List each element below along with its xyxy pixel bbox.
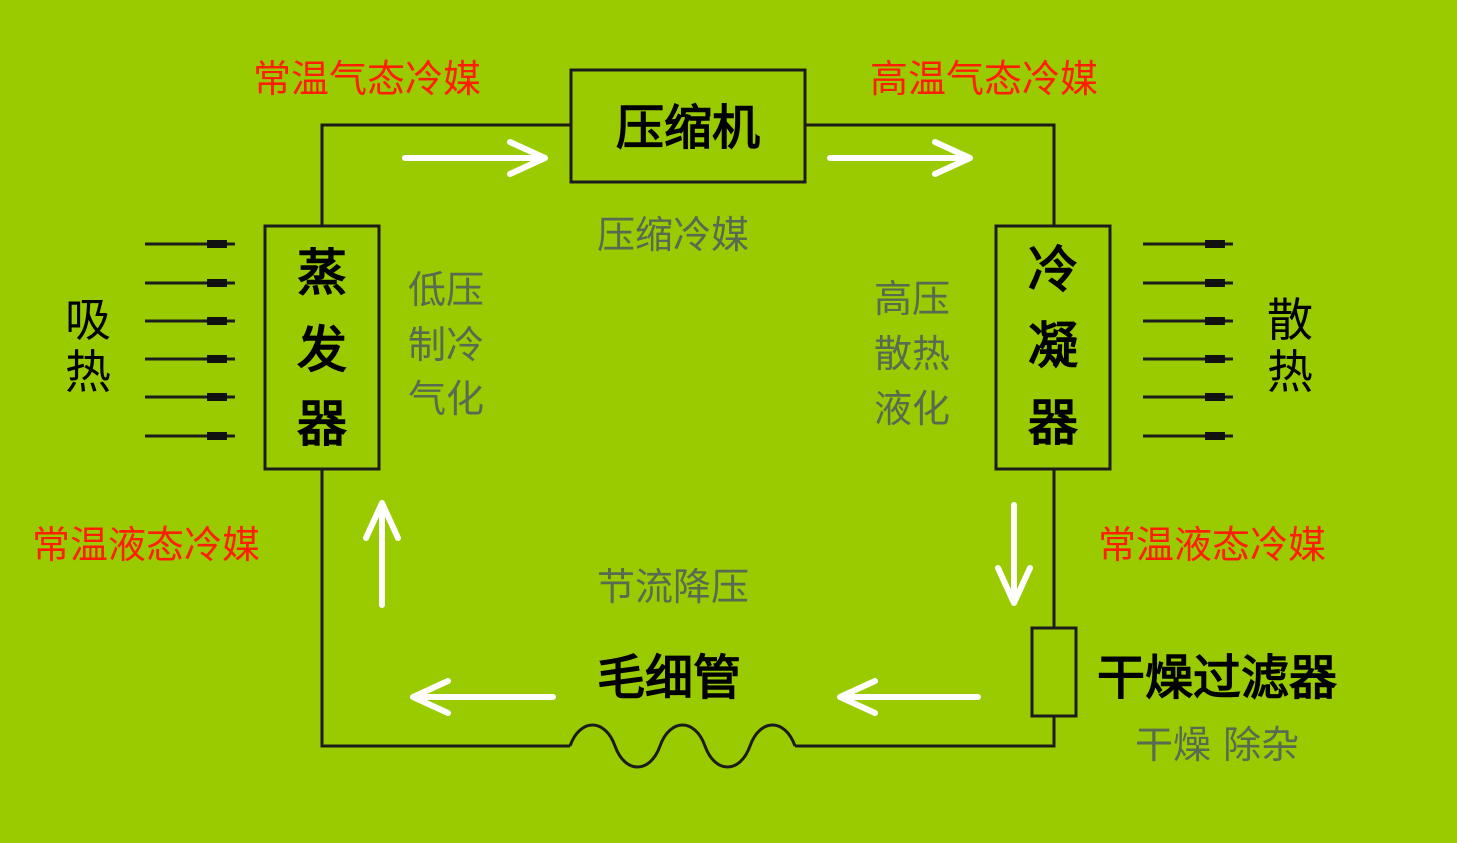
condenser: 冷 凝 器 bbox=[994, 224, 1112, 471]
capillary: 毛细管 节流降压 bbox=[597, 565, 749, 706]
heat-absorb-lines bbox=[145, 240, 235, 440]
flow-arrow-right-icon bbox=[827, 139, 973, 177]
heat-line bbox=[1143, 317, 1233, 325]
filter-drier-function: 干燥 除杂 bbox=[1135, 723, 1299, 767]
pipe-evap-to-compressor bbox=[320, 123, 571, 226]
flow-arrows bbox=[363, 139, 1033, 716]
heat-line bbox=[145, 432, 235, 440]
evaporator-function: 低压 制冷 气化 bbox=[408, 268, 484, 421]
evaporator-char-1: 蒸 bbox=[297, 244, 347, 302]
state-evaporator-in: 常温液态冷媒 bbox=[32, 523, 260, 567]
filter-drier-box bbox=[1030, 626, 1078, 718]
capillary-function: 节流降压 bbox=[597, 565, 749, 609]
condenser-function-line-1: 高压 bbox=[874, 277, 950, 321]
condenser-box bbox=[994, 224, 1112, 471]
heat-line bbox=[1143, 432, 1233, 440]
compressor-function: 压缩冷媒 bbox=[597, 213, 749, 257]
heat-line bbox=[145, 279, 235, 287]
pipe-loop bbox=[320, 123, 1056, 769]
filter-drier-label: 干燥过滤器 bbox=[1097, 650, 1338, 706]
heat-release-char-2: 热 bbox=[1267, 345, 1313, 399]
condenser-char-3: 器 bbox=[1028, 394, 1079, 452]
heat-line bbox=[145, 240, 235, 248]
compressor: 压缩机 bbox=[569, 68, 807, 184]
condenser-function: 高压 散热 液化 bbox=[874, 277, 950, 431]
heat-release-lines bbox=[1143, 240, 1233, 440]
pipe-capillary-to-evap bbox=[320, 469, 570, 748]
evaporator: 蒸 发 器 bbox=[263, 224, 381, 471]
heat-line bbox=[1143, 393, 1233, 401]
capillary-label: 毛细管 bbox=[597, 650, 741, 706]
state-compressor-out: 高温气态冷媒 bbox=[870, 57, 1098, 101]
flow-arrow-up-icon bbox=[363, 500, 401, 608]
evaporator-box bbox=[263, 224, 381, 471]
condenser-char-2: 凝 bbox=[1028, 317, 1078, 375]
filter-drier: 干燥过滤器 干燥 除杂 bbox=[1030, 626, 1338, 767]
state-evaporator-out: 常温气态冷媒 bbox=[253, 57, 481, 101]
capillary-coil bbox=[568, 723, 797, 769]
heat-line bbox=[145, 355, 235, 363]
condenser-function-line-3: 液化 bbox=[874, 387, 950, 431]
evaporator-char-2: 发 bbox=[297, 321, 347, 379]
flow-arrow-down-icon bbox=[995, 502, 1033, 606]
pipe-compressor-to-condenser bbox=[805, 123, 1056, 226]
heat-absorb-char-1: 吸 bbox=[65, 293, 111, 347]
evaporator-function-line-2: 制冷 bbox=[408, 323, 484, 367]
compressor-box bbox=[569, 68, 807, 184]
heat-line bbox=[1143, 240, 1233, 248]
evaporator-function-line-1: 低压 bbox=[408, 268, 484, 312]
compressor-label: 压缩机 bbox=[616, 100, 760, 156]
state-condenser-out: 常温液态冷媒 bbox=[1098, 523, 1326, 567]
condenser-char-1: 冷 bbox=[1028, 241, 1078, 299]
pipe-filter-to-capillary bbox=[795, 716, 1056, 748]
flow-arrow-left-icon bbox=[410, 678, 556, 716]
heat-absorb-char-2: 热 bbox=[65, 345, 111, 399]
evaporator-char-3: 器 bbox=[297, 395, 348, 453]
flow-arrow-left-icon bbox=[837, 678, 981, 716]
condenser-function-line-2: 散热 bbox=[874, 332, 950, 376]
heat-line bbox=[1143, 279, 1233, 287]
evaporator-function-line-3: 气化 bbox=[408, 377, 484, 421]
flow-arrow-right-icon bbox=[402, 139, 548, 177]
heat-release-char-1: 散 bbox=[1267, 293, 1313, 347]
heat-line bbox=[1143, 355, 1233, 363]
heat-line bbox=[145, 393, 235, 401]
heat-line bbox=[145, 317, 235, 325]
